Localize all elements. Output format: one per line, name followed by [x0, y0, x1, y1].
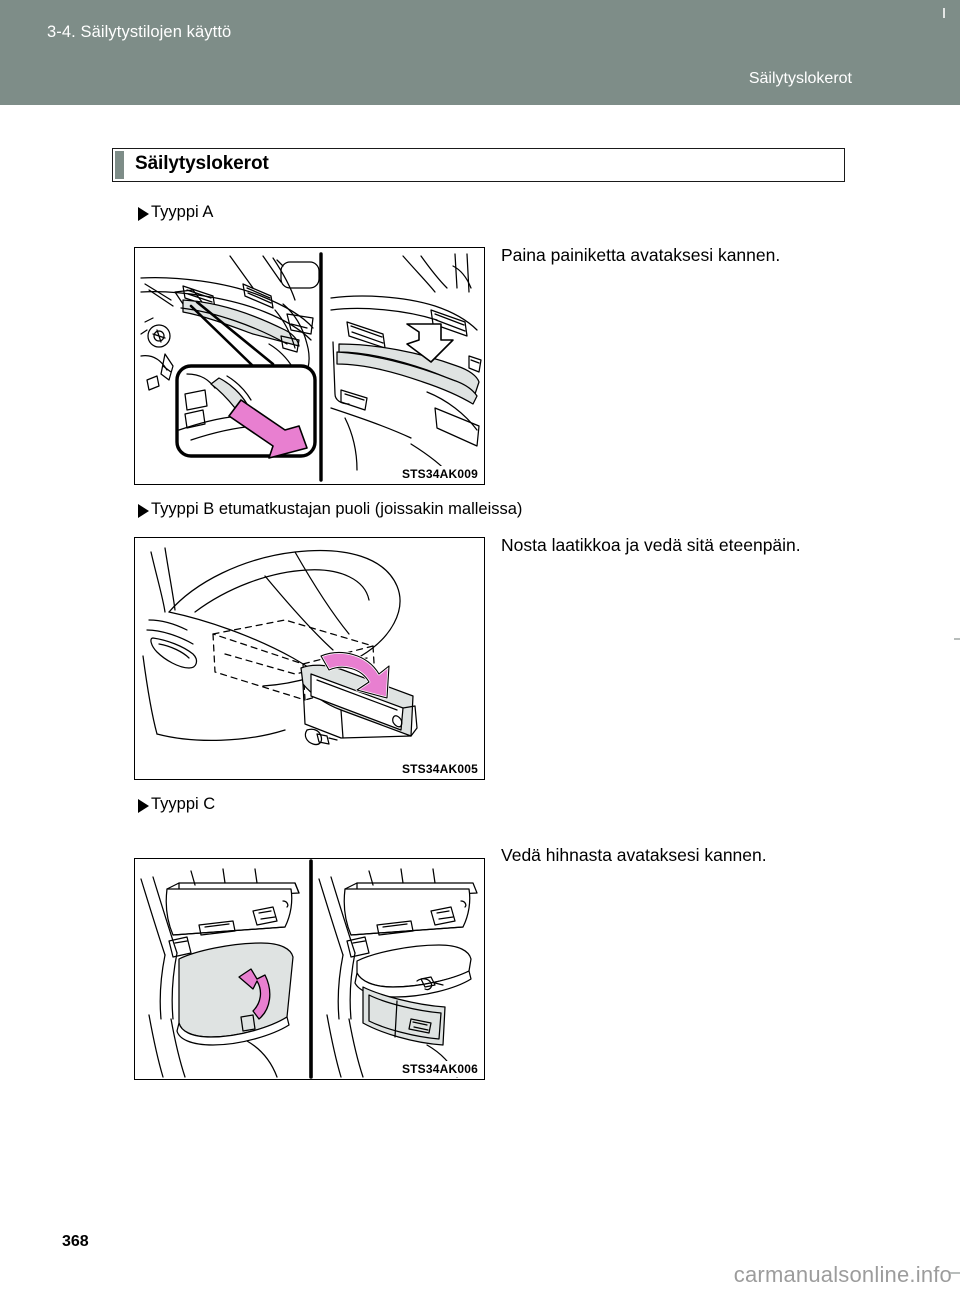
figure-type-a-illustration: [140, 252, 482, 482]
section-heading-c-label: Tyyppi C: [151, 795, 216, 813]
section-heading-a: Tyyppi A: [138, 203, 213, 222]
section-heading-c: Tyyppi C: [138, 795, 215, 814]
header-section-title: Säilytyslokerot: [748, 70, 852, 87]
figure-caption-a: STS34AK009: [398, 466, 481, 482]
body-text-c: Vedä hihnasta avataksesi kannen.: [501, 845, 767, 865]
figure-type-b-illustration: [142, 547, 418, 746]
body-text-a: Paina painiketta avataksesi kannen.: [501, 245, 781, 265]
edge-marker: [950, 1272, 960, 1274]
header-chapter-title: 3-4. Säilytystilojen käyttö: [47, 23, 232, 41]
figure-type-a: STS34AK009: [134, 247, 485, 485]
section-heading-a-label: Tyyppi A: [151, 203, 214, 221]
title-accent-bar: [115, 151, 124, 179]
figure-type-c-illustration: [140, 859, 478, 1079]
body-text-b: Nosta laatikkoa ja vedä sitä eteenpäin.: [501, 535, 801, 555]
triangle-bullet-icon: [138, 798, 149, 813]
figure-caption-b: STS34AK005: [398, 761, 481, 777]
section-heading-b-label: Tyyppi B etumatkustajan puoli (joissakin…: [151, 500, 523, 518]
watermark-text: carmanualsonline.info: [733, 1262, 952, 1287]
triangle-bullet-icon: [138, 206, 149, 221]
figure-caption-c: STS34AK006: [398, 1061, 481, 1077]
edge-marker: [954, 638, 960, 640]
figure-type-b: STS34AK005: [134, 537, 485, 780]
header-edge-tick: [943, 8, 945, 18]
page-header-band: 3-4. Säilytystilojen käyttö Säilytysloke…: [0, 0, 960, 105]
page-title-box: Säilytyslokerot: [112, 148, 845, 182]
figure-type-c: STS34AK006: [134, 858, 485, 1080]
triangle-bullet-icon: [138, 503, 149, 518]
page-number: 368: [62, 1233, 89, 1250]
section-heading-b: Tyyppi B etumatkustajan puoli (joissakin…: [138, 500, 522, 519]
page-title: Säilytyslokerot: [135, 153, 269, 174]
